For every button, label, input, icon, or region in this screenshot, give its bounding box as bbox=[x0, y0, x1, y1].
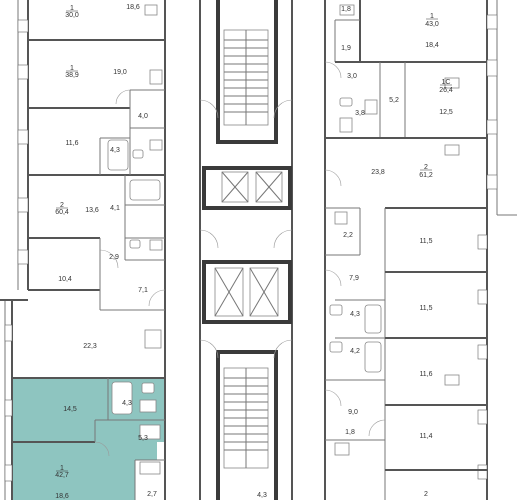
room-area: 4,3 bbox=[257, 492, 267, 499]
room-area: 11,6 bbox=[419, 371, 432, 378]
room-area: 22,3 bbox=[83, 343, 97, 350]
room-area: 18,6 bbox=[55, 493, 69, 500]
room-area: 5,2 bbox=[389, 97, 399, 104]
right-block-walls bbox=[324, 0, 487, 500]
labels: 1 30,0 18,6 1 38,9 19,0 4,0 11,6 4,3 2 6… bbox=[55, 4, 453, 500]
apartment-total-area: 61,2 bbox=[419, 172, 433, 179]
room-area: 11,4 bbox=[419, 433, 432, 440]
room-area: 7,9 bbox=[349, 275, 359, 282]
room-area: 2,9 bbox=[109, 254, 119, 261]
room-area: 5,3 bbox=[138, 435, 148, 442]
room-area: 3,0 bbox=[347, 73, 357, 80]
room-area: 11,5 bbox=[419, 305, 432, 312]
apartment-total-area: 42,7 bbox=[55, 472, 69, 479]
apartment-total-area: 30,0 bbox=[65, 12, 79, 19]
room-area: 13,6 bbox=[85, 207, 99, 214]
room-area: 1,8 bbox=[345, 429, 355, 436]
apartment-total-area: 60,4 bbox=[55, 209, 69, 216]
room-area: 4,0 bbox=[138, 113, 148, 120]
apartment-rooms-count: 1 bbox=[60, 465, 64, 472]
room-area: 4,3 bbox=[110, 147, 120, 154]
room-area: 1,8 bbox=[341, 6, 351, 13]
room-area: 11,5 bbox=[419, 238, 432, 245]
apartment-rooms-count: 1 bbox=[70, 65, 74, 72]
room-area: 23,8 bbox=[371, 169, 385, 176]
apartment-rooms-count: 2 bbox=[424, 491, 428, 498]
apartment-total-area: 38,9 bbox=[65, 72, 79, 79]
apartment-total-area: 43,0 bbox=[425, 21, 439, 28]
room-area: 11,6 bbox=[65, 140, 78, 147]
room-area: 3,8 bbox=[355, 110, 365, 117]
left-block-walls bbox=[12, 0, 166, 500]
room-area: 2,7 bbox=[147, 491, 157, 498]
apartment-total-area: 26,4 bbox=[439, 87, 453, 94]
apartment-rooms-count: 2 bbox=[60, 202, 64, 209]
room-area: 10,4 bbox=[58, 276, 72, 283]
room-area: 18,4 bbox=[425, 42, 439, 49]
room-area: 4,2 bbox=[350, 348, 360, 355]
apartment-rooms-count: 1 bbox=[70, 5, 74, 12]
central-core bbox=[199, 0, 293, 500]
room-area: 2,2 bbox=[343, 232, 353, 239]
room-area: 7,1 bbox=[138, 287, 148, 294]
apartment-rooms-count: 2 bbox=[424, 164, 428, 171]
room-area: 14,5 bbox=[63, 406, 77, 413]
room-area: 4,3 bbox=[350, 311, 360, 318]
apartment-label-rules bbox=[56, 10, 452, 472]
room-area: 12,5 bbox=[439, 109, 453, 116]
apartment-rooms-count: 1С bbox=[442, 79, 451, 86]
room-area: 4,3 bbox=[122, 400, 132, 407]
room-area: 9,0 bbox=[348, 409, 358, 416]
room-area: 19,0 bbox=[113, 69, 127, 76]
room-area: 1,9 bbox=[341, 45, 351, 52]
room-area: 18,6 bbox=[126, 4, 140, 11]
apartment-rooms-count: 1 bbox=[430, 13, 434, 20]
right-block-fixtures bbox=[324, 4, 460, 456]
room-area: 4,1 bbox=[110, 205, 120, 212]
left-block-fixtures bbox=[94, 4, 166, 475]
